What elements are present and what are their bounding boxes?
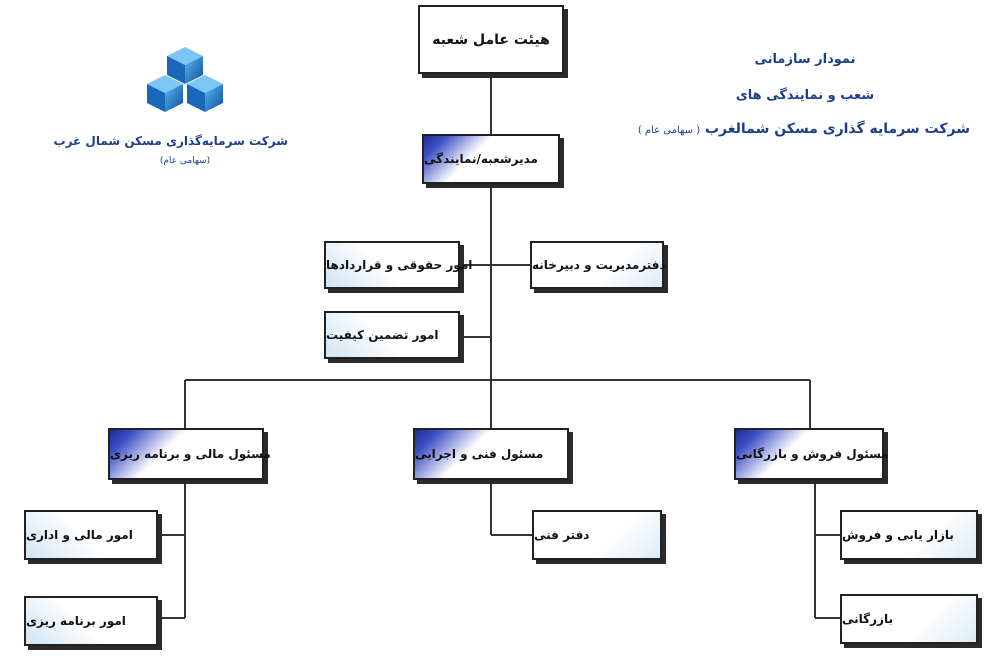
node-tech-office: دفتر فنی xyxy=(532,510,662,560)
node-technical-head-label: مسئول فنی و اجرایی xyxy=(415,447,544,461)
node-secretariat: دفترمدیریت و دبیرخانه xyxy=(530,241,666,289)
node-sales-head: مسئول فروش و بازرگانی xyxy=(734,428,889,480)
chart-title-line2: شعب و نمایندگی های xyxy=(735,88,875,103)
logo-company-name: شرکت سرمایه‌گذاری مسکن شمال غرب xyxy=(53,134,288,148)
node-legal: امور حقوقی و قراردادها xyxy=(324,241,472,289)
chart-title-line3: شرکت سرمایه گذاری مسکن شمالغرب ( سهامی ع… xyxy=(637,121,970,137)
node-commerce: بازرگانی xyxy=(840,594,978,644)
node-planning-label: امور برنامه ریزی xyxy=(26,614,126,628)
node-quality: امور تضمین کیفیت xyxy=(324,311,460,359)
node-technical-head: مسئول فنی و اجرایی xyxy=(413,428,569,480)
node-sales-head-label: مسئول فروش و بازرگانی xyxy=(736,447,889,461)
node-quality-label: امور تضمین کیفیت xyxy=(326,328,439,342)
node-commerce-label: بازرگانی xyxy=(842,612,893,626)
company-logo xyxy=(140,42,230,122)
chart-title-line1: نمودار سازمانی xyxy=(754,52,856,67)
node-finance-admin: امور مالی و اداری xyxy=(24,510,158,560)
chart-title-company-type: ( سهامی عام ) xyxy=(637,125,701,136)
node-finance-head-label: مسئول مالی و برنامه ریزی xyxy=(110,447,271,461)
node-legal-label: امور حقوقی و قراردادها xyxy=(326,258,473,272)
node-secretariat-label: دفترمدیریت و دبیرخانه xyxy=(532,258,666,272)
node-tech-office-label: دفتر فنی xyxy=(534,528,590,542)
node-finance-admin-label: امور مالی و اداری xyxy=(26,528,133,542)
node-branch-manager: مدیرشعبه/نمایندگی xyxy=(422,134,560,184)
node-board: هیئت عامل شعبه xyxy=(418,5,564,74)
node-planning: امور برنامه ریزی xyxy=(24,596,158,646)
logo-company-type: (سهامی عام) xyxy=(159,156,211,166)
cube-logo-icon xyxy=(147,47,223,112)
node-marketing-sales: بازار یابی و فروش xyxy=(840,510,978,560)
node-finance-head: مسئول مالی و برنامه ریزی xyxy=(108,428,271,480)
node-marketing-sales-label: بازار یابی و فروش xyxy=(842,528,954,542)
chart-title-company: شرکت سرمایه گذاری مسکن شمالغرب xyxy=(704,121,970,137)
node-branch-manager-label: مدیرشعبه/نمایندگی xyxy=(424,152,538,166)
node-board-label: هیئت عامل شعبه xyxy=(432,31,550,48)
